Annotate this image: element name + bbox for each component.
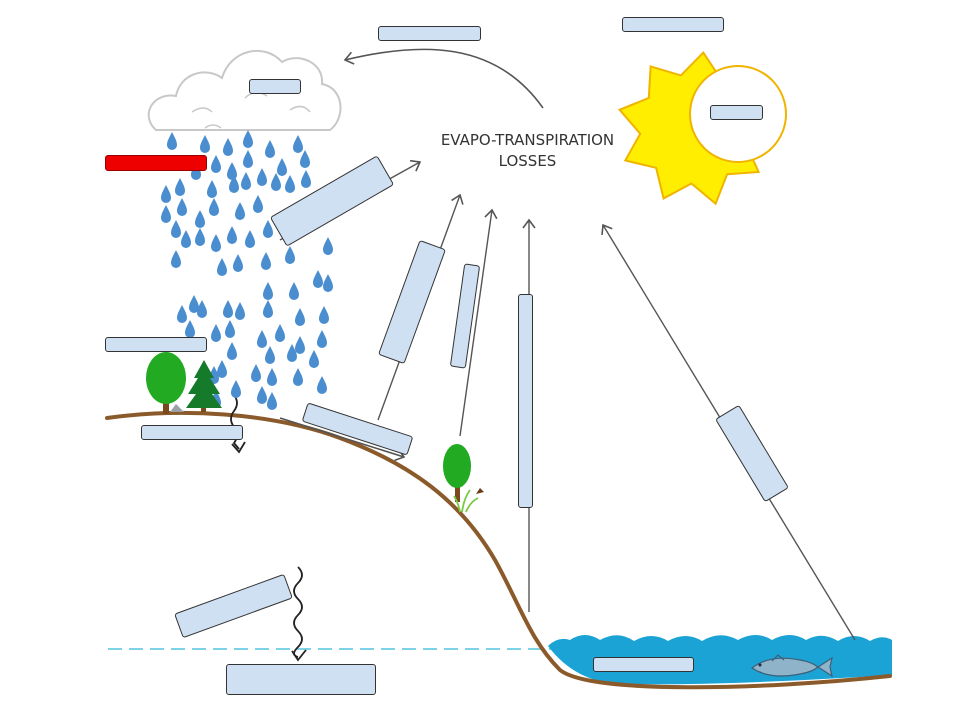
cloud-label: [249, 79, 301, 94]
runoff-arrow: [279, 417, 406, 462]
cloud-icon: [147, 49, 342, 131]
deciduous-tree-icon: [146, 352, 186, 414]
percolation-arrow: [293, 566, 303, 658]
evapotranspiration-title: EVAPO-TRANSPIRATION LOSSES: [420, 130, 635, 172]
sun-center-label: [710, 105, 763, 120]
water-body-label: [593, 657, 694, 672]
ground-profile: [105, 410, 892, 690]
percolation-arrowhead: [291, 649, 307, 662]
top-curved-arrow: [343, 48, 544, 109]
infiltration-arrowhead: [231, 441, 246, 454]
insect-icon: [476, 488, 484, 494]
top-arrow-label: [378, 26, 481, 41]
rain-drops: [161, 130, 333, 410]
groundwater-label: [226, 664, 376, 695]
infiltration-arrow: [230, 394, 240, 450]
infiltration-label: [141, 425, 243, 440]
plant-icon: [443, 444, 479, 513]
sun-top-label: [622, 17, 724, 32]
title-line-2: LOSSES: [498, 152, 557, 170]
transpiration-arrow: [459, 208, 498, 437]
title-line-1: EVAPO-TRANSPIRATION: [440, 131, 615, 149]
rock-icon: [170, 404, 184, 412]
ground-evaporation-label: [518, 294, 533, 508]
fish-icon: [750, 654, 833, 678]
interception-label: [105, 337, 207, 352]
precipitation-label-highlighted: [105, 155, 207, 171]
conifer-tree-icon: [186, 360, 222, 412]
